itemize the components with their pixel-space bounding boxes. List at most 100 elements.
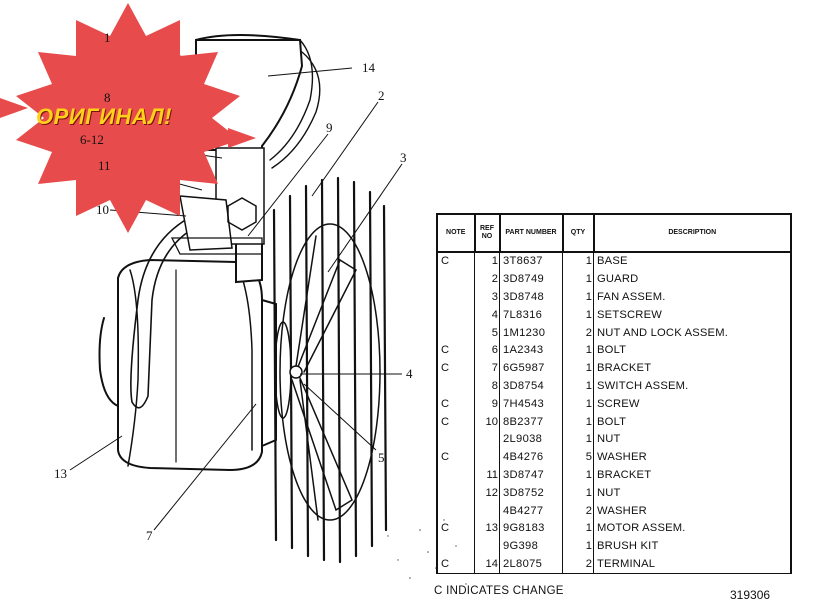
cell-desc: TERMINAL [593,555,792,575]
cell-ref [474,430,500,449]
cell-part: 2L9038 [499,430,563,449]
cell-qty: 1 [562,359,594,378]
cell-part: 4B4276 [499,448,563,467]
cell-ref: 7 [474,359,500,378]
cell-desc: BOLT [593,413,792,431]
cell-qty: 1 [562,519,594,538]
cell-part: 3D8752 [499,484,563,503]
parts-list-table: NOTE REF NO PART NUMBER QTY DESCRIPTION … [436,213,792,583]
cell-qty: 5 [562,448,594,467]
cell-part: 2L8075 [499,555,563,575]
cell-desc: BOLT [593,341,792,360]
callout-8: 8 [104,90,111,105]
cell-desc: NUT [593,430,792,449]
cell-part: 9G398 [499,537,563,556]
callout-13: 13 [54,466,67,481]
cell-note [436,484,475,503]
cell-ref: 10 [474,413,500,431]
cell-desc: WASHER [593,502,792,520]
callout-1: 1 [104,30,111,45]
cell-ref: 3 [474,288,500,307]
header-description: DESCRIPTION [592,213,792,253]
cell-desc: WASHER [593,448,792,467]
cell-note: C [436,555,475,575]
cell-qty: 1 [562,306,594,325]
fan-blades [279,223,381,521]
callout-10: 10 [96,202,109,217]
cell-ref [474,448,500,467]
callout-7: 7 [146,528,153,543]
cell-qty: 2 [562,502,594,520]
cell-part: 3D8754 [499,377,563,396]
cell-part: 3T8637 [499,252,563,271]
cell-ref: 8 [474,377,500,396]
cell-part: 8B2377 [499,413,563,431]
cell-qty: 1 [562,341,594,360]
cell-qty: 1 [562,466,594,485]
figure-number: 319306 [730,588,771,602]
cell-desc: SETSCREW [593,306,792,325]
cell-part: 4B4277 [499,502,563,520]
cell-part: 7H4543 [499,395,563,414]
cell-ref: 12 [474,484,500,503]
cell-part: 9G8183 [499,519,563,538]
cell-qty: 1 [562,270,594,289]
callout-2: 2 [378,88,385,103]
callout-6-12: 6-12 [80,132,104,147]
cell-ref [474,537,500,556]
cell-note: C [436,413,475,431]
cell-part: 7L8316 [499,306,563,325]
header-part: PART NUMBER [498,213,564,253]
cell-note [436,324,475,342]
cell-note [436,466,475,485]
cell-ref: 5 [474,324,500,342]
cell-desc: BRUSH KIT [593,537,792,556]
callout-5: 5 [378,450,385,465]
callout-3: 3 [400,150,407,165]
stamp-text: ОРИГИНАЛ! [36,104,172,129]
cell-note: C [436,519,475,538]
header-note: NOTE [436,213,476,253]
cell-note: C [436,359,475,378]
cell-qty: 1 [562,377,594,396]
cell-note: C [436,448,475,467]
cell-ref: 9 [474,395,500,414]
callout-9: 9 [326,120,333,135]
cell-ref [474,502,500,520]
cell-desc: BRACKET [593,359,792,378]
cell-note: C [436,252,475,271]
header-qty: QTY [561,213,595,253]
cell-qty: 1 [562,288,594,307]
cell-note [436,288,475,307]
cell-ref: 6 [474,341,500,360]
cell-ref: 14 [474,555,500,575]
cell-part: 1A2343 [499,341,563,360]
cell-ref: 4 [474,306,500,325]
cell-desc: FAN ASSEM. [593,288,792,307]
cell-desc: GUARD [593,270,792,289]
cell-ref: 11 [474,466,500,485]
change-legend: C INDICATES CHANGE [434,585,564,597]
cell-note: C [436,341,475,360]
cell-desc: MOTOR ASSEM. [593,519,792,538]
cell-ref: 1 [474,252,500,271]
cell-note [436,270,475,289]
cell-qty: 2 [562,555,594,575]
cell-part: 3D8747 [499,466,563,485]
cell-desc: NUT [593,484,792,503]
cell-part: 3D8749 [499,270,563,289]
cell-note [436,306,475,325]
